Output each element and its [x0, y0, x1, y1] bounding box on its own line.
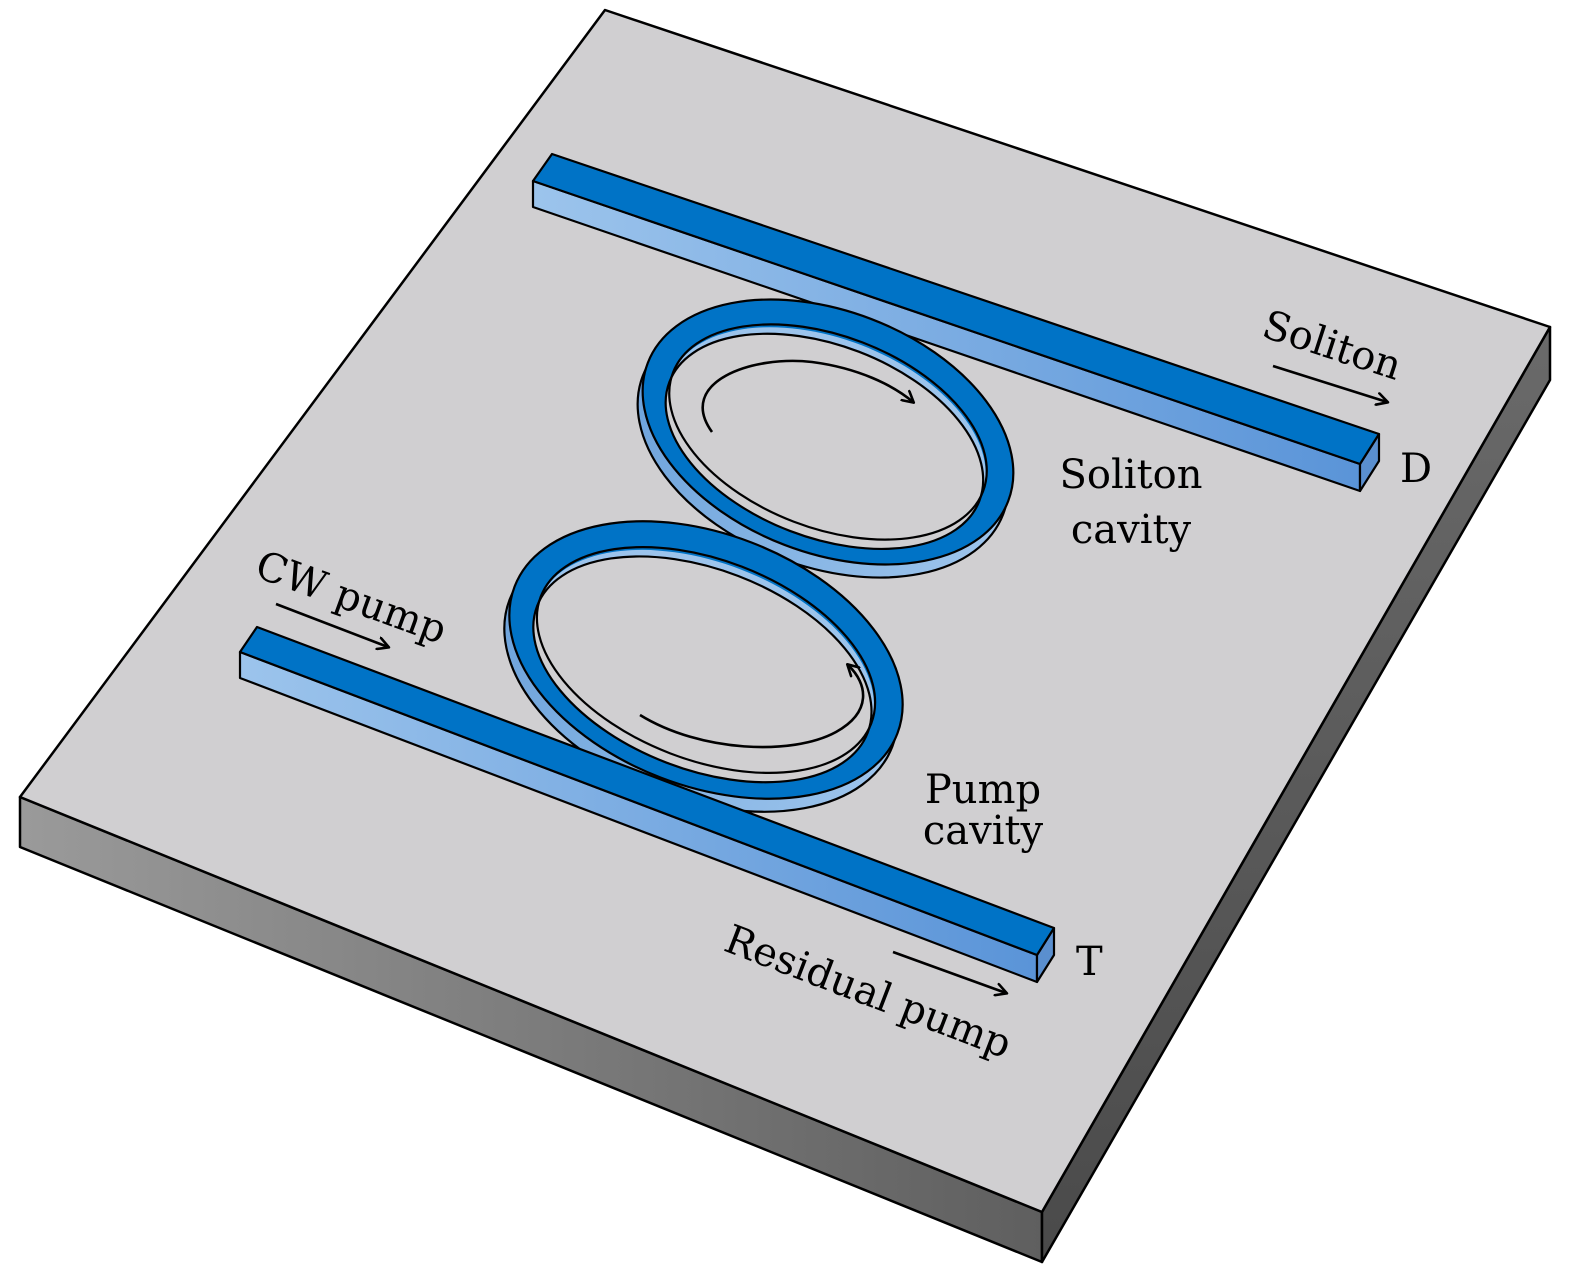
drop-bus-waveguide [531, 152, 1381, 493]
residual-pump-arrow-icon [892, 950, 1006, 993]
port-t-label: T [1076, 939, 1103, 985]
soliton-cavity-ring [636, 298, 1015, 579]
port-d-label: D [1400, 446, 1432, 492]
cw-pump-arrow-icon [275, 602, 388, 647]
soliton-output-arrow-icon [1272, 364, 1387, 402]
soliton-cavity-label-line1: Soliton [1060, 452, 1203, 498]
pump-cavity-ring [503, 520, 904, 813]
pump-circulation-arrow-icon [639, 665, 865, 749]
through-waveguide-top [238, 625, 1056, 957]
soliton-cavity-label-line2: cavity [1071, 507, 1192, 553]
soliton-circulation-arrow-icon [701, 359, 913, 433]
through-bus-waveguide [238, 625, 1056, 984]
drop-waveguide-top [531, 152, 1381, 466]
pump-cavity-label-line2: cavity [923, 808, 1044, 854]
pump-cavity-label-line1: Pump [925, 767, 1041, 813]
